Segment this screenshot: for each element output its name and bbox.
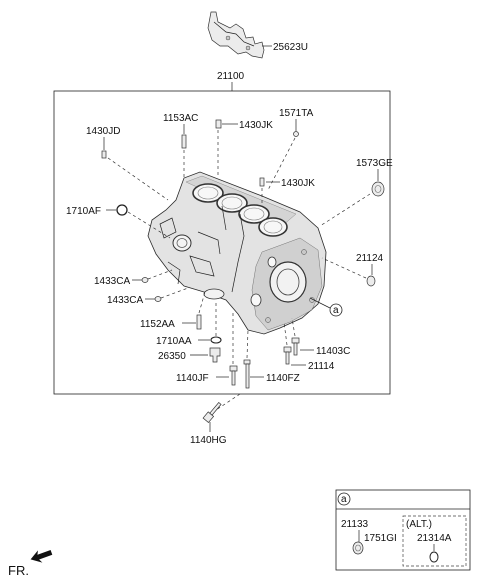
label-1430JD: 1430JD xyxy=(86,126,120,137)
callout-a xyxy=(329,303,343,317)
label-11403C: 11403C xyxy=(316,346,350,357)
label-1433CA-1: 1433CA xyxy=(94,276,130,287)
label-alt: (ALT.) xyxy=(406,519,432,530)
label-1430JK-top: 1430JK xyxy=(239,120,273,131)
assembly-frame xyxy=(53,90,391,395)
front-label: FR. xyxy=(8,563,29,578)
label-1140JF: 1140JF xyxy=(176,373,209,384)
inset-marker xyxy=(337,492,351,506)
label-25623U: 25623U xyxy=(273,42,308,53)
label-1433CA-2: 1433CA xyxy=(107,295,143,306)
front-arrow-icon xyxy=(30,550,53,563)
inset-marker-text: a xyxy=(341,494,347,505)
callout-a-text: a xyxy=(333,305,339,316)
label-21314A: 21314A xyxy=(417,533,452,544)
label-26350: 26350 xyxy=(158,351,186,362)
label-21100: 21100 xyxy=(217,71,245,82)
bracket-25623U xyxy=(207,11,265,59)
label-1152AA: 1152AA xyxy=(140,319,175,330)
label-21124: 21124 xyxy=(356,253,384,264)
label-1153AC: 1153AC xyxy=(163,113,198,124)
label-21133: 21133 xyxy=(341,519,369,530)
label-1751GI: 1751GI xyxy=(364,533,397,544)
cylinder-block xyxy=(147,171,327,335)
label-1430JK-mid: 1430JK xyxy=(281,178,315,189)
label-1710AA: 1710AA xyxy=(156,336,192,347)
label-1571TA: 1571TA xyxy=(279,108,314,119)
label-1710AF: 1710AF xyxy=(66,206,101,217)
label-1573GE: 1573GE xyxy=(356,158,393,169)
label-1140HG: 1140HG xyxy=(190,435,227,446)
inset-box-a: a 21133 1751GI (ALT.) 21314A xyxy=(335,489,471,571)
label-21114: 21114 xyxy=(308,361,335,372)
label-1140FZ: 1140FZ xyxy=(266,373,300,384)
